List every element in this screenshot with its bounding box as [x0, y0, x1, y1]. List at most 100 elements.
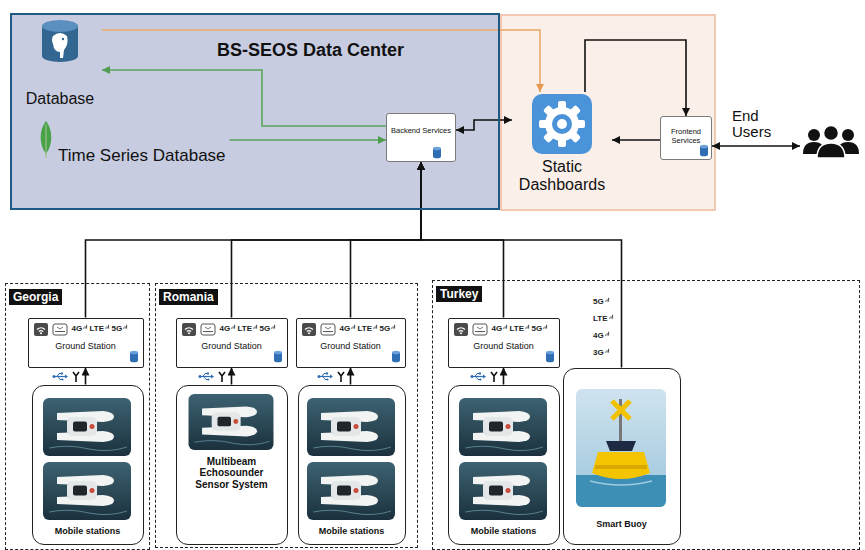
antenna-icon	[491, 372, 497, 382]
timeseries-node: Time Series Database	[34, 120, 230, 170]
antenna-icon	[73, 372, 79, 382]
usb-icon	[199, 373, 215, 381]
signal-badge: 4G	[220, 324, 237, 333]
buoy-photo	[576, 389, 666, 507]
station-label: Mobile stations	[299, 526, 405, 536]
network-label: LTE	[510, 324, 525, 333]
wifi-icon	[34, 323, 48, 336]
database-node: Database	[18, 18, 102, 112]
wifi-icon	[302, 323, 316, 336]
db-icon	[545, 350, 555, 363]
signal-mark	[504, 324, 507, 328]
ground-station: Ground Station4GLTE5G	[448, 318, 560, 368]
connector	[351, 162, 422, 318]
sensor-box: Multibeam Echosounder Sensor System	[176, 385, 288, 545]
db-icon	[432, 146, 442, 159]
data-center: BS-SEOS Data CenterDatabaseTime Series D…	[10, 13, 500, 210]
icon-caption: Time Series Database	[58, 146, 226, 166]
boat-photo	[307, 398, 395, 456]
signal-mark	[605, 332, 608, 336]
signal-badge: LTE	[510, 324, 531, 333]
network-label: LTE	[593, 314, 608, 323]
ground-station: Ground Station 4GLTE 5G	[176, 318, 288, 368]
signal-mark	[391, 324, 396, 329]
signal-mark	[526, 324, 529, 328]
router-icon	[320, 323, 336, 336]
signal-badge: 4G	[492, 324, 509, 333]
network-label: 4G	[593, 331, 604, 340]
signal-badge: 5G	[260, 324, 277, 333]
network-label: 4G	[340, 324, 351, 333]
connector	[232, 162, 422, 318]
station-label: Mobile stations	[449, 526, 559, 536]
router-icon	[53, 324, 67, 335]
signal-badge: LTE	[238, 324, 259, 333]
station-label: Mobile stations	[33, 526, 143, 536]
boat-photo	[459, 462, 547, 520]
signal-mark	[231, 324, 236, 329]
signal-badge: LTE	[358, 324, 379, 333]
signal-mark	[351, 324, 356, 329]
signal-badge: 5G	[112, 324, 129, 333]
station-label: Ground Station	[29, 341, 143, 351]
dashboard-panel	[501, 15, 715, 210]
network-label: 4G	[72, 324, 83, 333]
signal-mark	[105, 324, 110, 329]
boat-photo	[459, 462, 547, 520]
signal-badge: 5G	[380, 324, 397, 333]
connector	[503, 368, 505, 385]
router-icon	[200, 323, 216, 336]
region-tag: Georgia	[9, 289, 62, 305]
boat-photo	[459, 398, 547, 456]
connector	[102, 30, 540, 92]
signal-mark	[543, 324, 548, 329]
signal-mark	[254, 324, 257, 328]
station-label: Ground Station	[177, 341, 287, 351]
network-label: 5G	[260, 324, 271, 333]
signal-mark	[544, 324, 547, 328]
postgres-icon	[42, 20, 78, 62]
connector	[85, 368, 87, 385]
router-icon	[473, 324, 487, 335]
db-icon	[433, 147, 441, 159]
signal-mark	[525, 324, 530, 329]
db-icon	[546, 350, 554, 362]
db-icon	[274, 350, 282, 362]
signal-mark	[605, 297, 610, 302]
usb-icon	[318, 373, 334, 381]
signal-mark	[84, 324, 87, 328]
signal-mark	[605, 349, 608, 353]
dashboard-node: Static Dashboards	[512, 92, 612, 202]
connector	[102, 70, 386, 126]
usb-icon	[53, 373, 69, 381]
wifi-icon	[302, 323, 316, 336]
icon-caption: Database	[18, 90, 102, 108]
db-icon	[130, 350, 138, 362]
boat-photo	[43, 462, 131, 520]
network-label: LTE	[238, 324, 253, 333]
signal-mark	[503, 324, 508, 329]
connector	[612, 139, 660, 141]
signal-mark	[83, 324, 88, 329]
buoy-box: Smart Buoy	[563, 368, 681, 545]
router-icon	[201, 324, 215, 335]
boat-photo	[307, 462, 395, 520]
country-region: GeorgiaGround Station 4G LTE 5G Mobile stati…	[5, 283, 150, 550]
people-icon	[803, 126, 859, 159]
network-label: LTE	[90, 324, 105, 333]
station-label: Ground Station	[449, 341, 559, 351]
db-icon	[700, 145, 708, 157]
service-label: Backend Services	[390, 127, 452, 136]
mongodb-leaf	[38, 120, 54, 160]
signal-mark	[232, 324, 235, 328]
connector	[350, 368, 352, 385]
boat-photo	[187, 394, 275, 450]
signal-mark	[609, 315, 612, 319]
data-center-fill	[10, 13, 500, 210]
signal-mark	[392, 324, 395, 328]
db-icon	[699, 144, 709, 157]
signal-mark	[106, 324, 109, 328]
ground-station: Ground Station4GLTE5G	[296, 318, 406, 368]
country-region: RomaniaGround Station4GLTE5GMultibeam Ec…	[155, 283, 418, 548]
connector	[230, 139, 386, 141]
